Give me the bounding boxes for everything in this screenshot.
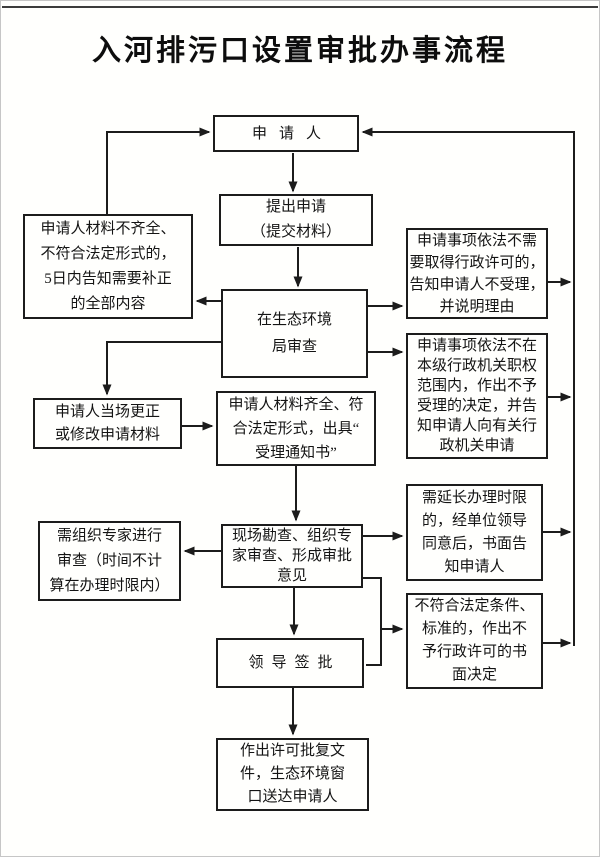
node-written-denial: 不符合法定条件、 标准的，作出不 予行政许可的书 面决定	[406, 593, 543, 689]
node-expert-review: 需组织专家进行 审查（时间不计 算在办理时限内）	[38, 521, 181, 601]
node-site-survey: 现场勘查、组织专 家审查、形成审批 意见	[221, 524, 363, 588]
edge-review-to-correct	[102, 341, 221, 396]
node-deliver-decision: 作出许可批复文 件，生态环境窗 口送达申请人	[216, 738, 369, 811]
node-no-jurisdiction: 申请事项依法不在 本级行政机关职权 范围内，作出不予 受理的决定，并告 知申请人…	[406, 333, 548, 459]
page-top-border	[2, 6, 598, 8]
edge-survey-leader-junction	[363, 577, 382, 666]
edge-incomplete-to-applicant	[106, 127, 211, 214]
node-no-permit-needed: 申请事项依法不需 要取得行政许可的， 告知申请人不受理， 并说明理由	[406, 228, 548, 319]
edge-return-line-to-applicant	[361, 127, 575, 646]
node-acceptance-notice: 申请人材料齐全、符 合法定形式，出具“ 受理通知书”	[216, 391, 376, 466]
node-applicant: 申请人	[213, 115, 359, 152]
page-title: 入河排污口设置审批办事流程	[91, 35, 508, 67]
node-extend-time-limit: 需延长办理时限 的，经单位领导 同意后，书面告 知申请人	[406, 484, 543, 581]
node-onsite-correction: 申请人当场更正 或修改申请材料	[33, 398, 182, 449]
node-leader-signoff: 领导签批	[216, 638, 364, 688]
node-bureau-review: 在生态环境 局审查	[221, 289, 368, 378]
node-materials-incomplete: 申请人材料不齐全、 不符合法定形式的， 5日内告知需要补正 的全部内容	[23, 214, 193, 319]
node-submit-application: 提出申请 （提交材料）	[219, 194, 373, 246]
